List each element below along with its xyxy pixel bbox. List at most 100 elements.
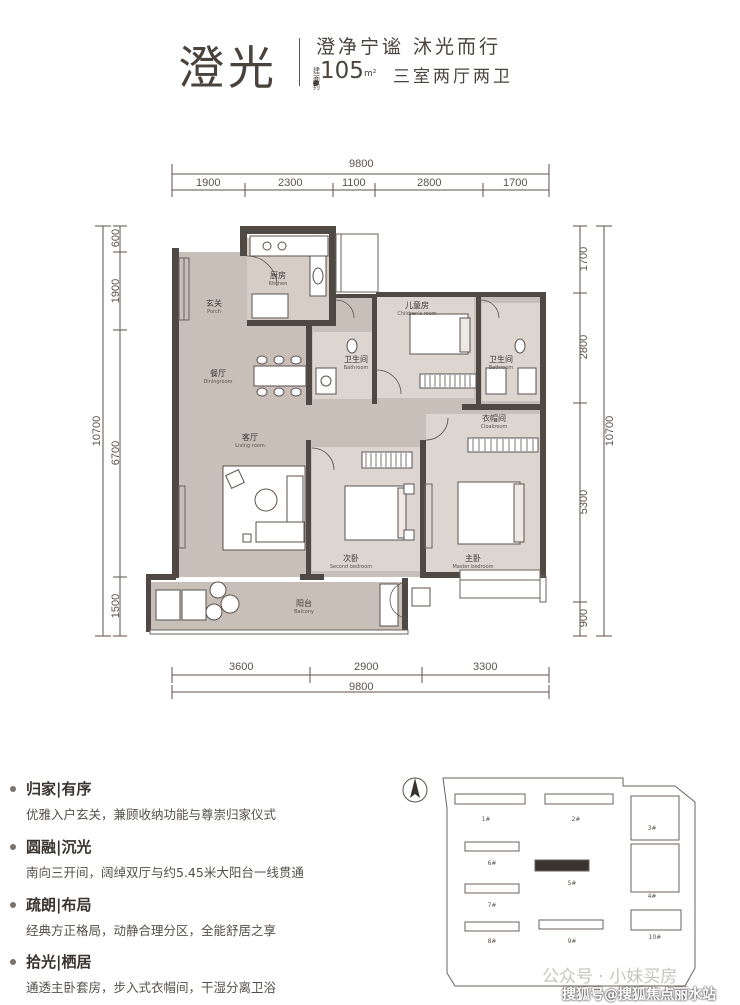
north-arrow-icon (402, 777, 428, 803)
floor-plan (95, 164, 612, 699)
balcony-plants (205, 581, 240, 621)
top-dimension-lines (171, 164, 550, 197)
building-label: 7# (487, 902, 497, 909)
site-buildings (454, 793, 682, 932)
layout-type: 三室两厅两卫 (393, 67, 513, 87)
bullet-icon (10, 958, 16, 965)
feature-desc: 通透主卧套房，步入式衣帽间，干湿分离卫浴 (26, 980, 277, 995)
room-name-cn: 儿童房 (405, 301, 429, 310)
room-name-cn: 厨房 (270, 271, 286, 280)
site-boundary (442, 777, 696, 987)
bullet-icon (10, 843, 16, 850)
dim-right-segment: 5300 (578, 489, 590, 515)
building-label: 6# (487, 860, 497, 867)
area-unit: m² (364, 69, 377, 79)
room-name-en: Diningroom (203, 379, 233, 385)
room-name-en: Cloakroom (480, 424, 508, 430)
living-furniture (222, 465, 306, 551)
dim-right-segment: 900 (578, 608, 590, 628)
room-name-cn: 卫生间 (344, 355, 368, 364)
dim-bottom-segment: 3300 (473, 661, 498, 673)
area-dot (313, 80, 319, 86)
room-children: 儿童房 Children's room (392, 300, 442, 317)
room-cloakroom: 衣帽间 Cloakroom (472, 413, 516, 430)
room-master-bedroom: 主卧 Master bedroom (448, 553, 498, 570)
room-name-cn: 阳台 (296, 599, 312, 608)
room-name-cn: 衣帽间 (482, 414, 506, 423)
room-name-en: Master bedroom (452, 564, 494, 570)
bedroom-furniture (344, 313, 539, 545)
room-balcony: 阳台 Balcony (282, 598, 326, 615)
area-label: 建面约 (313, 67, 320, 91)
room-name-en: Second bedroom (329, 564, 373, 570)
room-second-bedroom: 次卧 Second bedroom (326, 553, 376, 570)
dim-left-total: 10700 (91, 415, 103, 447)
room-name-cn: 餐厅 (210, 369, 226, 378)
site-plan (402, 777, 696, 987)
bullet-icon (10, 901, 16, 908)
left-dimension-lines (95, 225, 127, 637)
room-living: 客厅 Living room (228, 432, 272, 449)
dim-top-segment: 2800 (417, 177, 442, 189)
dim-left-segment: 1900 (110, 278, 122, 304)
dim-bottom-segment: 3600 (229, 661, 254, 673)
area-value: 105 (320, 58, 364, 84)
dim-top-segment: 2300 (278, 177, 303, 189)
feature-item: 圆融|沉光 南向三开间，阔绰双厅与约5.45米大阳台一线贯通 (6, 836, 446, 881)
bathroom-fixtures (155, 338, 537, 627)
room-name-en: Bathroom (488, 365, 514, 371)
room-name-en: Kitchen (268, 281, 288, 287)
kitchen-fixtures (249, 235, 329, 319)
room-name-en: Porch (207, 309, 221, 315)
feature-title: 圆融|沉光 (26, 838, 92, 856)
dim-bottom-segment: 2900 (354, 661, 379, 673)
dim-right-segment: 1700 (578, 246, 590, 272)
dim-right-segment: 2800 (578, 334, 590, 360)
feature-item: 拾光|栖居 通透主卧套房，步入式衣帽间，干湿分离卫浴 (6, 951, 446, 996)
feature-desc: 南向三开间，阔绰双厅与约5.45米大阳台一线贯通 (26, 865, 304, 880)
feature-item: 归家|有序 优雅入户玄关，兼顾收纳功能与尊崇归家仪式 (6, 778, 446, 823)
room-name-cn: 玄关 (206, 299, 222, 308)
dim-left-segment: 600 (110, 228, 122, 248)
door-swings (246, 255, 500, 619)
room-name-en: Bathroom (343, 365, 369, 371)
feature-desc: 优雅入户玄关，兼顾收纳功能与尊崇归家仪式 (26, 807, 277, 822)
building-label: 8# (487, 938, 497, 945)
window-lines (149, 233, 547, 635)
room-kitchen: 厨房 Kitchen (258, 270, 298, 287)
room-bathroom-2: 卫生间 Bathroom (479, 354, 523, 371)
building-label: 1# (481, 816, 491, 823)
sohu-watermark: 搜狐号@搜狐焦点丽水站 (562, 987, 716, 1003)
building-label: 4# (647, 893, 657, 900)
dim-right-total: 10700 (604, 415, 616, 447)
room-name-en: Children's room (397, 311, 437, 317)
wechat-watermark: 公众号 · 小妹买房 (542, 967, 678, 987)
room-bathroom-1: 卫生间 Bathroom (334, 354, 378, 371)
room-name-cn: 主卧 (465, 554, 481, 563)
dim-left-segment: 6700 (110, 440, 122, 466)
room-name-cn: 客厅 (242, 433, 258, 442)
dim-bottom-total: 9800 (349, 681, 374, 693)
bottom-dimension-lines (171, 667, 550, 699)
title-divider (299, 38, 300, 86)
building-label: 9# (567, 938, 577, 945)
dim-top-segment: 1700 (503, 177, 528, 189)
feature-title: 疏朗|布局 (26, 896, 92, 914)
feature-title: 归家|有序 (26, 780, 92, 798)
feature-desc: 经典方正格局，动静合理分区，全能舒居之享 (26, 923, 277, 938)
slogan: 澄净宁谧 沐光而行 (316, 36, 502, 58)
building-label: 2# (571, 816, 581, 823)
building-label: 3# (647, 825, 657, 832)
room-dining: 餐厅 Diningroom (196, 368, 240, 385)
dim-top-segment: 1900 (196, 177, 221, 189)
dim-top-segment: 1100 (342, 177, 366, 189)
room-name-cn: 卫生间 (489, 355, 513, 364)
room-porch: 玄关 Porch (194, 298, 234, 315)
page-title: 澄光 (178, 41, 278, 95)
room-name-en: Balcony (294, 609, 314, 615)
walls (146, 226, 546, 632)
dim-top-total: 9800 (349, 158, 374, 170)
dining-table (253, 355, 307, 397)
room-name-cn: 次卧 (343, 554, 359, 563)
bullet-icon (10, 785, 16, 792)
